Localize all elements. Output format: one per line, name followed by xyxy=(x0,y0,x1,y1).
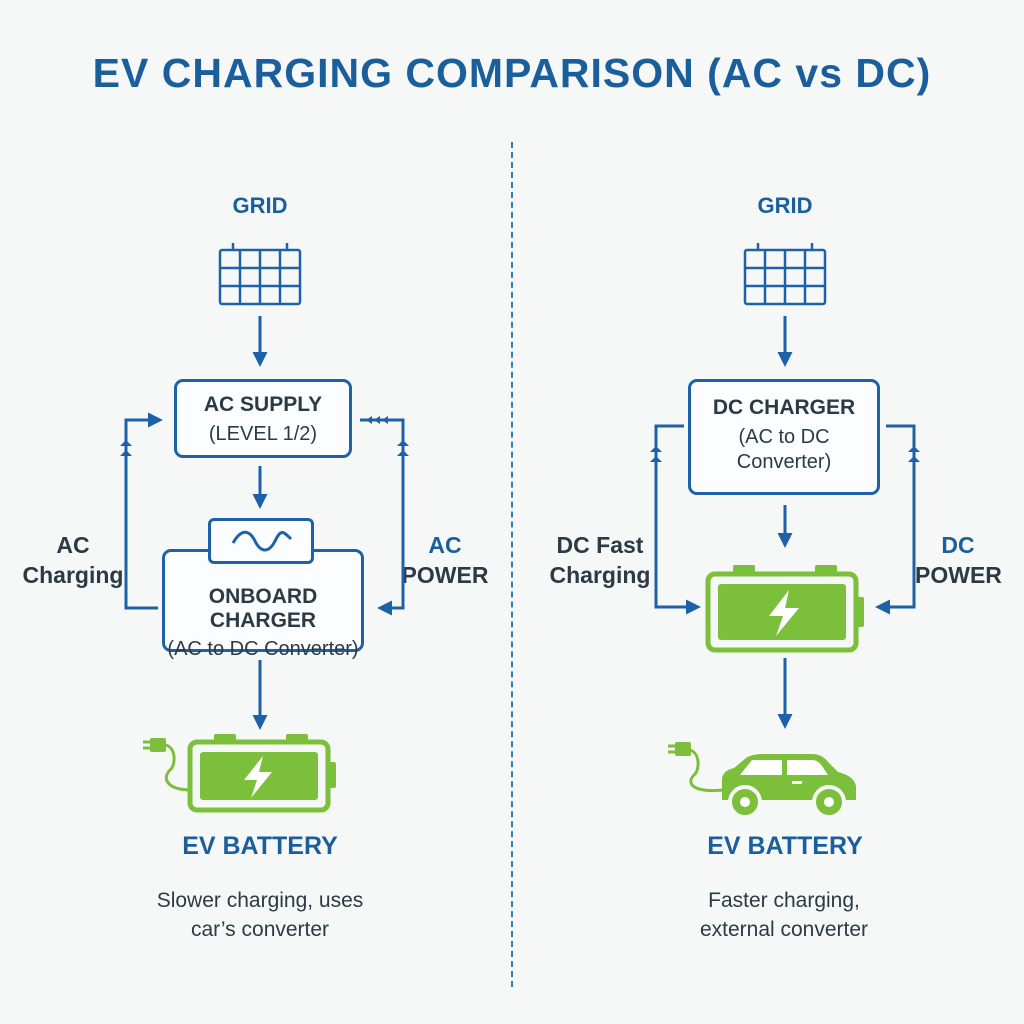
chevron-icon xyxy=(650,446,920,462)
right-flow-arrows xyxy=(654,316,916,729)
onboard-charger-subtitle: (AC to DC Converter) xyxy=(167,638,359,660)
chevron-icon xyxy=(120,416,409,456)
plug-battery-icon xyxy=(143,734,336,813)
ac-power-line2: POWER xyxy=(401,562,489,588)
dc-power-line1: DC xyxy=(941,532,975,558)
left-description-line2: car’s converter xyxy=(190,918,330,941)
ac-power-line1: AC xyxy=(428,532,462,558)
ac-supply-title: AC SUPPLY xyxy=(203,393,323,416)
right-description-line1: Faster charging, xyxy=(708,889,860,912)
onboard-charger-title: ONBOARD CHARGER xyxy=(208,585,318,632)
left-description-line1: Slower charging, uses xyxy=(156,889,364,912)
sine-wave-icon xyxy=(231,530,293,552)
dc-fast-line1: DC Fast xyxy=(556,532,644,558)
converter-module xyxy=(208,518,314,564)
left-grid-label: GRID xyxy=(232,193,288,218)
dc-charger-title: DC CHARGER xyxy=(712,396,856,419)
dc-charger-line3: Converter) xyxy=(736,451,832,473)
left-side-label-line2: Charging xyxy=(22,562,124,588)
right-side-label-right: DC POWER xyxy=(915,530,1002,590)
ac-supply-box: AC SUPPLY (LEVEL 1/2) xyxy=(174,379,352,458)
left-description: Slower charging, uses car’s converter xyxy=(110,886,410,944)
ac-supply-subtitle: (LEVEL 1/2) xyxy=(208,423,318,445)
right-side-label: DC Fast Charging xyxy=(548,530,652,590)
left-side-label-line1: AC xyxy=(56,532,90,558)
right-description-line2: external converter xyxy=(699,918,869,941)
dc-charger-line2: (AC to DC xyxy=(738,426,830,448)
left-flow-arrows xyxy=(124,316,405,730)
right-end-label: EV BATTERY xyxy=(707,832,863,860)
left-side-label-right: AC POWER xyxy=(397,530,493,590)
dc-fast-line2: Charging xyxy=(549,562,651,588)
right-grid-label: GRID xyxy=(757,193,813,218)
lightning-icon xyxy=(769,590,799,636)
lightning-icon xyxy=(244,756,272,798)
left-end-label: EV BATTERY xyxy=(182,832,338,860)
plug-car-icon xyxy=(668,742,856,819)
solar-panel-icon xyxy=(218,243,302,306)
column-divider xyxy=(511,142,513,987)
page-title: EV CHARGING COMPARISON (AC vs DC) xyxy=(92,50,932,96)
right-description: Faster charging, external converter xyxy=(634,886,934,944)
battery-icon xyxy=(705,565,864,653)
solar-panel-icon xyxy=(743,243,827,306)
dc-charger-box: DC CHARGER (AC to DC Converter) xyxy=(688,379,880,495)
dc-power-line2: POWER xyxy=(915,562,1002,588)
onboard-charger-box: ONBOARD CHARGER (AC to DC Converter) xyxy=(162,549,364,660)
left-side-label: AC Charging xyxy=(18,530,128,590)
